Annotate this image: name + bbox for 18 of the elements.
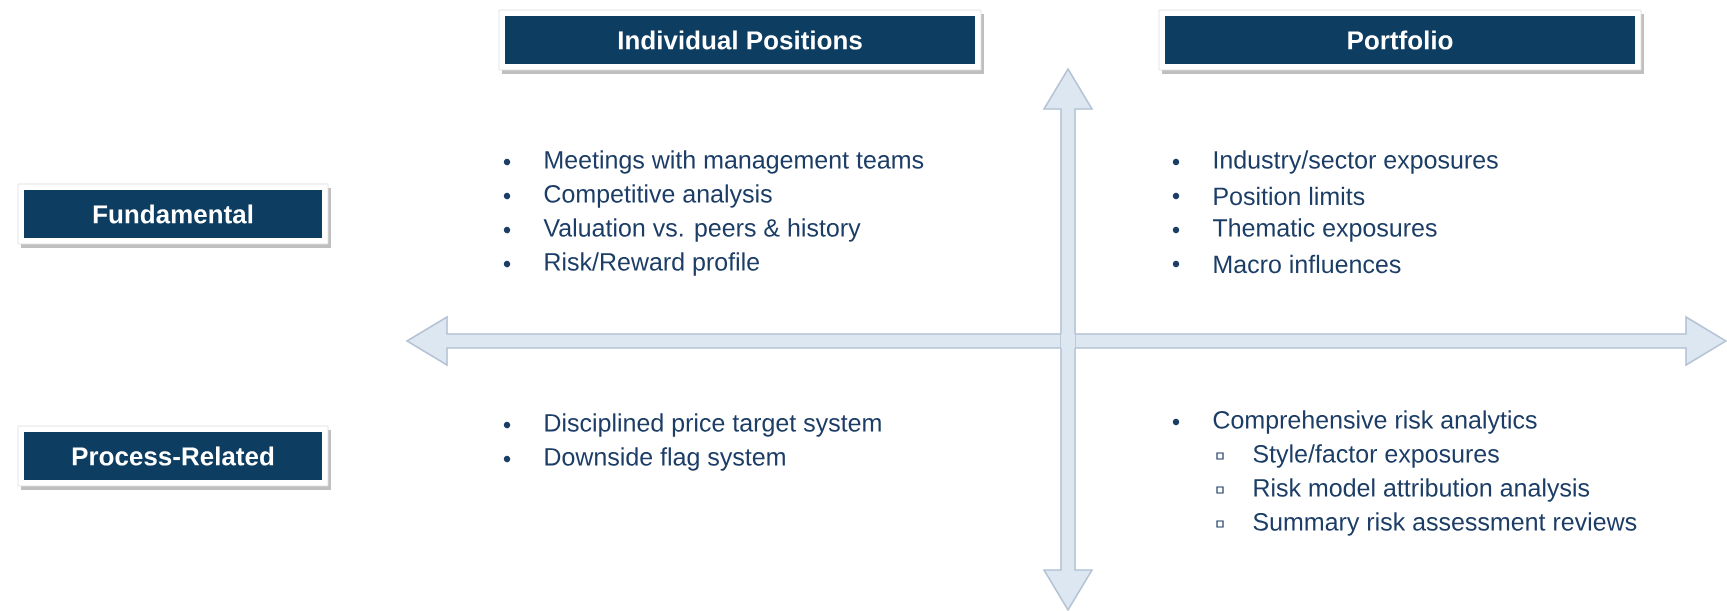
list-item: Thematic exposures (1172, 218, 1437, 242)
list-item: Summary risk assessment reviews (1216, 512, 1637, 536)
header-box: Fundamental (17, 183, 331, 248)
list-item: Comprehensive risk analytics (1172, 410, 1537, 434)
list-item: Macro influences (1172, 254, 1401, 274)
header-box: Portfolio (1158, 9, 1645, 74)
list-item: Disciplined price target system (503, 413, 881, 437)
list-item: Position limits (1172, 186, 1365, 206)
list-item: Style/factor exposures (1216, 444, 1499, 468)
list-item: Industry/sector exposures (1172, 150, 1498, 174)
list-item: Downside flag system (503, 447, 785, 471)
header-box: Individual Positions (498, 9, 984, 74)
header-box: Process-Related (17, 425, 331, 490)
list-item: Valuation vs. peers & history (503, 218, 861, 242)
list-item: Meetings with management teams (503, 150, 924, 174)
list-item: Risk model attribution analysis (1216, 478, 1590, 502)
list-item: Risk/Reward profile (503, 252, 759, 276)
list-item: Competitive analysis (503, 184, 772, 208)
